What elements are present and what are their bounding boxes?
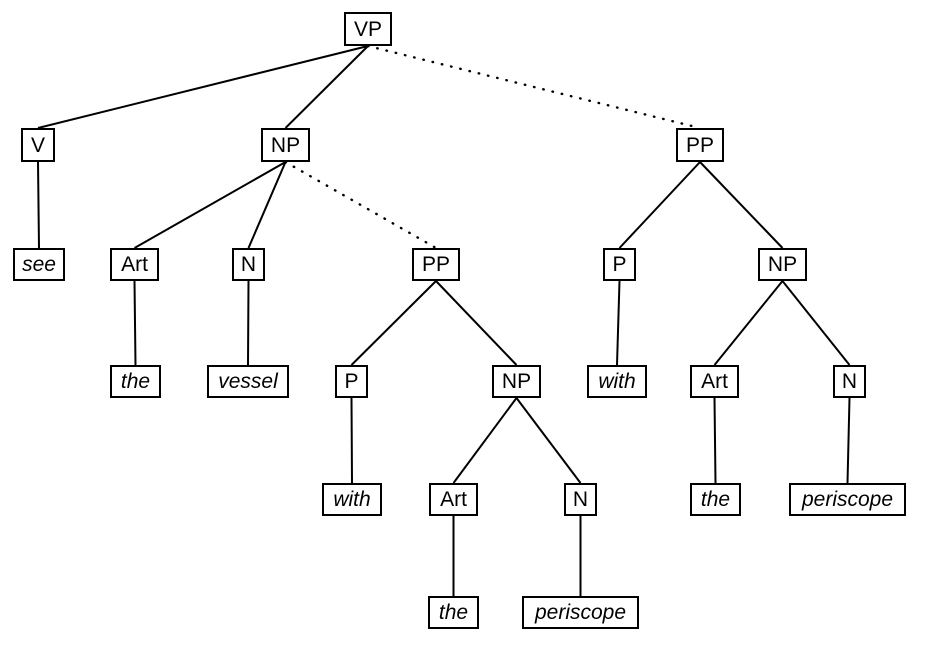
tree-edge-vp-to-pp_right	[366, 44, 702, 130]
tree-edge-np1-to-pp_mid	[284, 160, 438, 250]
tree-edge-np_mid-to-art_mid	[452, 397, 518, 484]
tree-edge-p_right-to-with_right	[616, 280, 621, 366]
tree-edge-n_right-to-peri_right	[846, 397, 851, 484]
word-node-peri_mid: periscope	[522, 596, 639, 629]
word-node-vessel: vessel	[207, 365, 289, 398]
tree-edge-n1-to-vessel	[247, 280, 250, 366]
tree-edge-v-to-see	[37, 161, 40, 249]
tree-edge-pp_right-to-p_right	[618, 161, 701, 249]
category-node-art_right: Art	[690, 365, 739, 398]
tree-edge-p_mid-to-with_mid	[350, 397, 353, 484]
category-node-vp: VP	[344, 12, 392, 46]
category-node-n1: N	[232, 248, 265, 281]
word-node-the_mid: the	[428, 596, 479, 629]
category-node-pp_mid: PP	[412, 248, 460, 281]
tree-edge-vp-to-v	[37, 45, 369, 129]
category-node-p_right: P	[603, 248, 636, 281]
category-node-np_right: NP	[758, 248, 807, 281]
tree-edge-pp_mid-to-np_mid	[435, 280, 518, 366]
tree-edge-vp-to-np1	[284, 45, 369, 129]
category-node-np_mid: NP	[492, 365, 541, 398]
category-node-pp_right: PP	[676, 128, 724, 162]
tree-edge-np_right-to-n_right	[781, 280, 851, 366]
tree-edge-np_mid-to-n_mid	[515, 397, 582, 484]
tree-edge-np1-to-art1	[134, 161, 286, 249]
tree-edge-pp_mid-to-p_mid	[350, 280, 437, 366]
tree-edge-art_right-to-the_right	[713, 397, 717, 484]
word-node-the_right: the	[690, 483, 741, 516]
category-node-p_mid: P	[335, 365, 368, 398]
category-node-art_mid: Art	[429, 483, 478, 516]
word-node-peri_right: periscope	[789, 483, 906, 516]
category-node-art1: Art	[110, 248, 159, 281]
word-node-the1: the	[110, 365, 161, 398]
word-node-with_mid: with	[322, 483, 382, 516]
tree-edge-art1-to-the1	[133, 280, 137, 366]
tree-edge-np_right-to-art_right	[713, 280, 784, 366]
category-node-v: V	[21, 128, 55, 162]
tree-edge-pp_right-to-np_right	[699, 161, 784, 249]
word-node-see: see	[13, 248, 65, 281]
word-node-with_right: with	[587, 365, 647, 398]
tree-edge-np1-to-n1	[247, 161, 287, 249]
category-node-n_mid: N	[564, 483, 597, 516]
category-node-np1: NP	[261, 128, 310, 162]
category-node-n_right: N	[833, 365, 866, 398]
